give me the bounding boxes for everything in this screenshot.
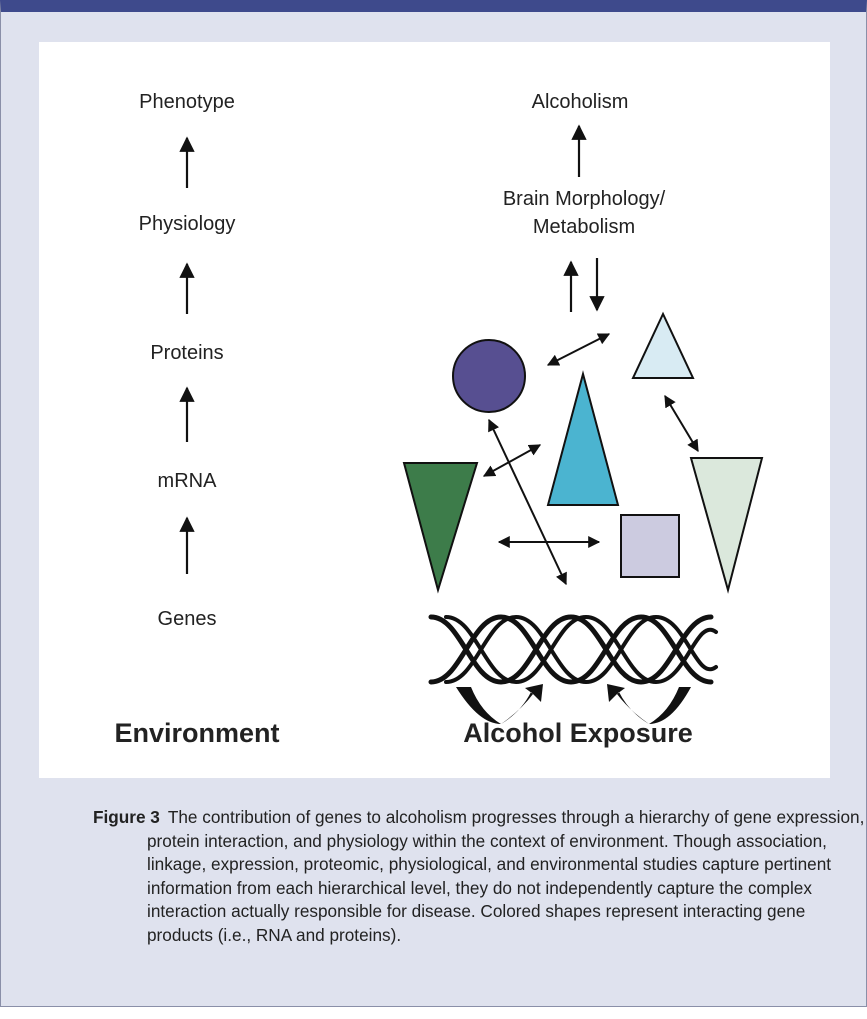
label-genes: Genes bbox=[157, 608, 217, 630]
square-shape bbox=[620, 514, 680, 578]
dna-helix-icon bbox=[428, 614, 718, 685]
label-metabolism: Metabolism bbox=[532, 216, 636, 238]
interaction-arrow bbox=[664, 394, 699, 453]
triangle-shape bbox=[546, 370, 620, 506]
triangle-shape bbox=[689, 457, 764, 594]
caption-text: The contribution of genes to alcoholism … bbox=[147, 807, 865, 945]
interaction-arrow bbox=[546, 333, 611, 366]
curved-arrow-icon bbox=[607, 684, 649, 724]
triangle-shape bbox=[631, 311, 695, 379]
curved-arrow-icon bbox=[456, 687, 501, 724]
interaction-arrows bbox=[482, 333, 699, 586]
caption-label: Figure 3 bbox=[93, 807, 160, 827]
label-brain-morphology: Brain Morphology/ bbox=[502, 188, 666, 210]
label-physiology: Physiology bbox=[138, 213, 236, 235]
label-mrna: mRNA bbox=[157, 470, 217, 492]
right-arrows bbox=[563, 124, 605, 312]
label-environment: Environment bbox=[114, 718, 280, 748]
interaction-arrow bbox=[488, 418, 567, 586]
curved-arrow-icon bbox=[649, 687, 691, 724]
diagram-canvas bbox=[179, 124, 764, 724]
feedback-arrows bbox=[456, 684, 691, 724]
triangle-shape bbox=[402, 462, 479, 594]
curved-arrow-icon bbox=[501, 684, 543, 724]
label-phenotype: Phenotype bbox=[139, 91, 235, 113]
label-alcoholism: Alcoholism bbox=[531, 91, 629, 113]
circle-shape bbox=[452, 339, 526, 413]
label-alcohol-exposure: Alcohol Exposure bbox=[463, 718, 693, 748]
label-proteins: Proteins bbox=[150, 342, 224, 364]
interaction-arrow bbox=[482, 444, 542, 477]
